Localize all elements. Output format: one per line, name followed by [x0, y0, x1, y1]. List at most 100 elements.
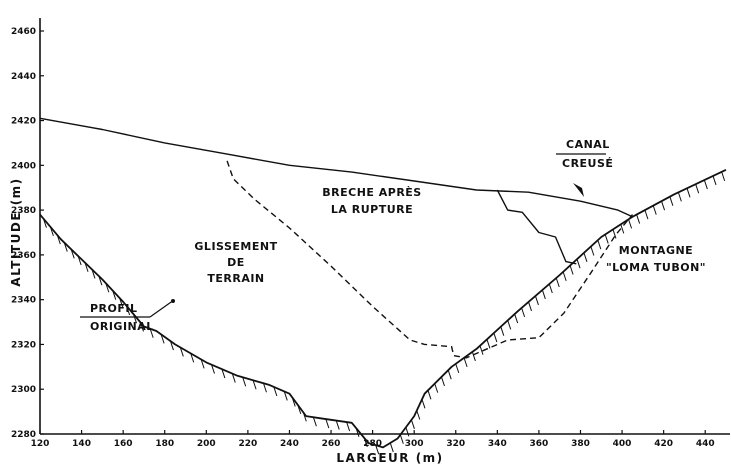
- ground-hatch-mark: [140, 322, 144, 332]
- ground-hatch-mark: [363, 437, 368, 448]
- profil-label-line1: PROFIL: [90, 302, 138, 315]
- ground-hatch-mark: [346, 421, 351, 432]
- y-tick-label: 2380: [11, 206, 36, 216]
- x-tick-label: 320: [446, 439, 465, 449]
- montagne-label-line1: MONTAGNE: [619, 244, 693, 257]
- x-tick-label: 420: [654, 439, 673, 449]
- ground-hatch-mark: [302, 412, 307, 422]
- y-tick-label: 2300: [11, 385, 36, 395]
- annotation-breche: BRECHE APRÈS LA RUPTURE: [322, 186, 421, 216]
- ground-hatch-mark: [500, 326, 505, 336]
- ground-hatch-mark: [262, 383, 267, 393]
- ground-hatch-mark: [695, 184, 700, 194]
- ground-hatch-mark: [49, 226, 54, 237]
- y-axis-title: ALTITUDE (m): [9, 177, 23, 286]
- profil-leader-dot: [171, 299, 175, 303]
- ground-hatch-mark: [721, 171, 726, 182]
- ground-hatch-mark: [221, 368, 226, 379]
- ground-hatch-mark: [562, 271, 567, 282]
- ground-hatch-mark: [612, 229, 617, 239]
- ground-hatch-mark: [91, 269, 96, 279]
- ground-hatch-mark: [507, 320, 512, 330]
- ground-hatch-mark: [160, 334, 165, 344]
- ground-hatch-mark: [604, 234, 609, 244]
- ground-hatch-mark: [355, 427, 360, 438]
- series-breach-after-rupture: [226, 160, 634, 359]
- x-tick-label: 440: [696, 439, 715, 449]
- ground-hatch-mark: [455, 363, 460, 374]
- ground-hatch-mark: [576, 259, 581, 269]
- ground-hatch-mark: [133, 314, 138, 324]
- profile-lines: [39, 117, 727, 455]
- y-tick-label: 2400: [11, 161, 36, 171]
- x-tick-label: 240: [280, 439, 299, 449]
- ground-hatch-mark: [463, 357, 468, 368]
- y-tick-label: 2460: [11, 27, 36, 37]
- ground-hatch-mark: [98, 276, 103, 286]
- ground-hatch-mark: [273, 386, 278, 397]
- ground-hatch-mark: [677, 192, 682, 202]
- ground-hatch-mark: [421, 399, 426, 409]
- ground-hatch-mark: [712, 175, 717, 186]
- ground-hatch-mark: [686, 188, 691, 198]
- x-axis-title: LARGEUR (m): [336, 451, 443, 465]
- x-tick-label: 360: [530, 439, 549, 449]
- ground-hatch-mark: [399, 434, 404, 444]
- ground-hatch-mark: [119, 298, 124, 308]
- ground-hatch-mark: [427, 390, 432, 400]
- y-tick-label: 2420: [11, 117, 36, 127]
- ground-hatch-mark: [312, 417, 317, 427]
- x-tick-label: 120: [31, 439, 50, 449]
- series-landslide-surface: [39, 117, 633, 218]
- ground-hatch-mark: [703, 179, 708, 190]
- ground-hatch-mark: [112, 290, 117, 300]
- annotation-profil: PROFIL ORIGINAL: [80, 299, 175, 333]
- ground-hatch-mark: [548, 283, 553, 294]
- ground-hatch-mark: [410, 419, 415, 429]
- ground-hatch-mark: [628, 219, 633, 229]
- glissement-label-line2: DE: [227, 256, 245, 269]
- ground-hatch-mark: [105, 283, 110, 293]
- canal-label-line1: CANAL: [566, 138, 610, 151]
- y-tick-label: 2280: [11, 430, 36, 440]
- ground-hatch-mark: [242, 377, 247, 387]
- ground-hatch-mark: [405, 427, 410, 437]
- ground-hatch-mark: [514, 313, 519, 324]
- ground-hatch-mark: [669, 196, 674, 206]
- breche-label-line2: LA RUPTURE: [331, 203, 413, 216]
- ground-hatch-mark: [636, 214, 641, 224]
- ground-hatch-mark: [416, 410, 421, 420]
- ground-hatch-mark: [179, 347, 184, 357]
- ground-hatch-mark: [644, 209, 649, 220]
- x-tick-label: 200: [197, 439, 216, 449]
- canal-arrow-mark: [573, 183, 584, 197]
- ground-hatch-mark: [211, 364, 215, 374]
- ground-hatch-mark: [169, 340, 174, 351]
- ground-hatch-mark: [493, 332, 498, 343]
- ground-hatch-mark: [620, 224, 625, 234]
- annotation-montagne: MONTAGNE "LOMA TUBON": [606, 244, 706, 274]
- x-tick-label: 400: [613, 439, 632, 449]
- ground-hatch-mark: [534, 295, 539, 306]
- canal-label-line2: CREUSÉ: [562, 157, 613, 170]
- ground-hatch-mark: [149, 328, 154, 338]
- breche-label-line1: BRECHE APRÈS: [322, 186, 421, 199]
- ground-hatch-mark: [597, 239, 602, 250]
- y-tick-label: 2360: [11, 251, 36, 261]
- ground-hatch-mark: [325, 418, 330, 429]
- ground-hatch-mark: [84, 262, 89, 272]
- ground-hatch-mark: [652, 205, 657, 215]
- ground-hatch-mark: [440, 376, 445, 387]
- glissement-label-line3: TERRAIN: [207, 272, 264, 285]
- y-tick-label: 2340: [11, 296, 36, 306]
- x-tick-label: 380: [571, 439, 590, 449]
- y-tick-label: 2440: [11, 72, 36, 82]
- glissement-label-line1: GLISSEMENT: [194, 240, 277, 253]
- montagne-label-line2: "LOMA TUBON": [606, 261, 706, 274]
- x-tick-label: 140: [72, 439, 91, 449]
- ground-hatch-mark: [42, 218, 47, 228]
- x-tick-label: 260: [322, 439, 341, 449]
- ground-hatch-mark: [70, 249, 75, 259]
